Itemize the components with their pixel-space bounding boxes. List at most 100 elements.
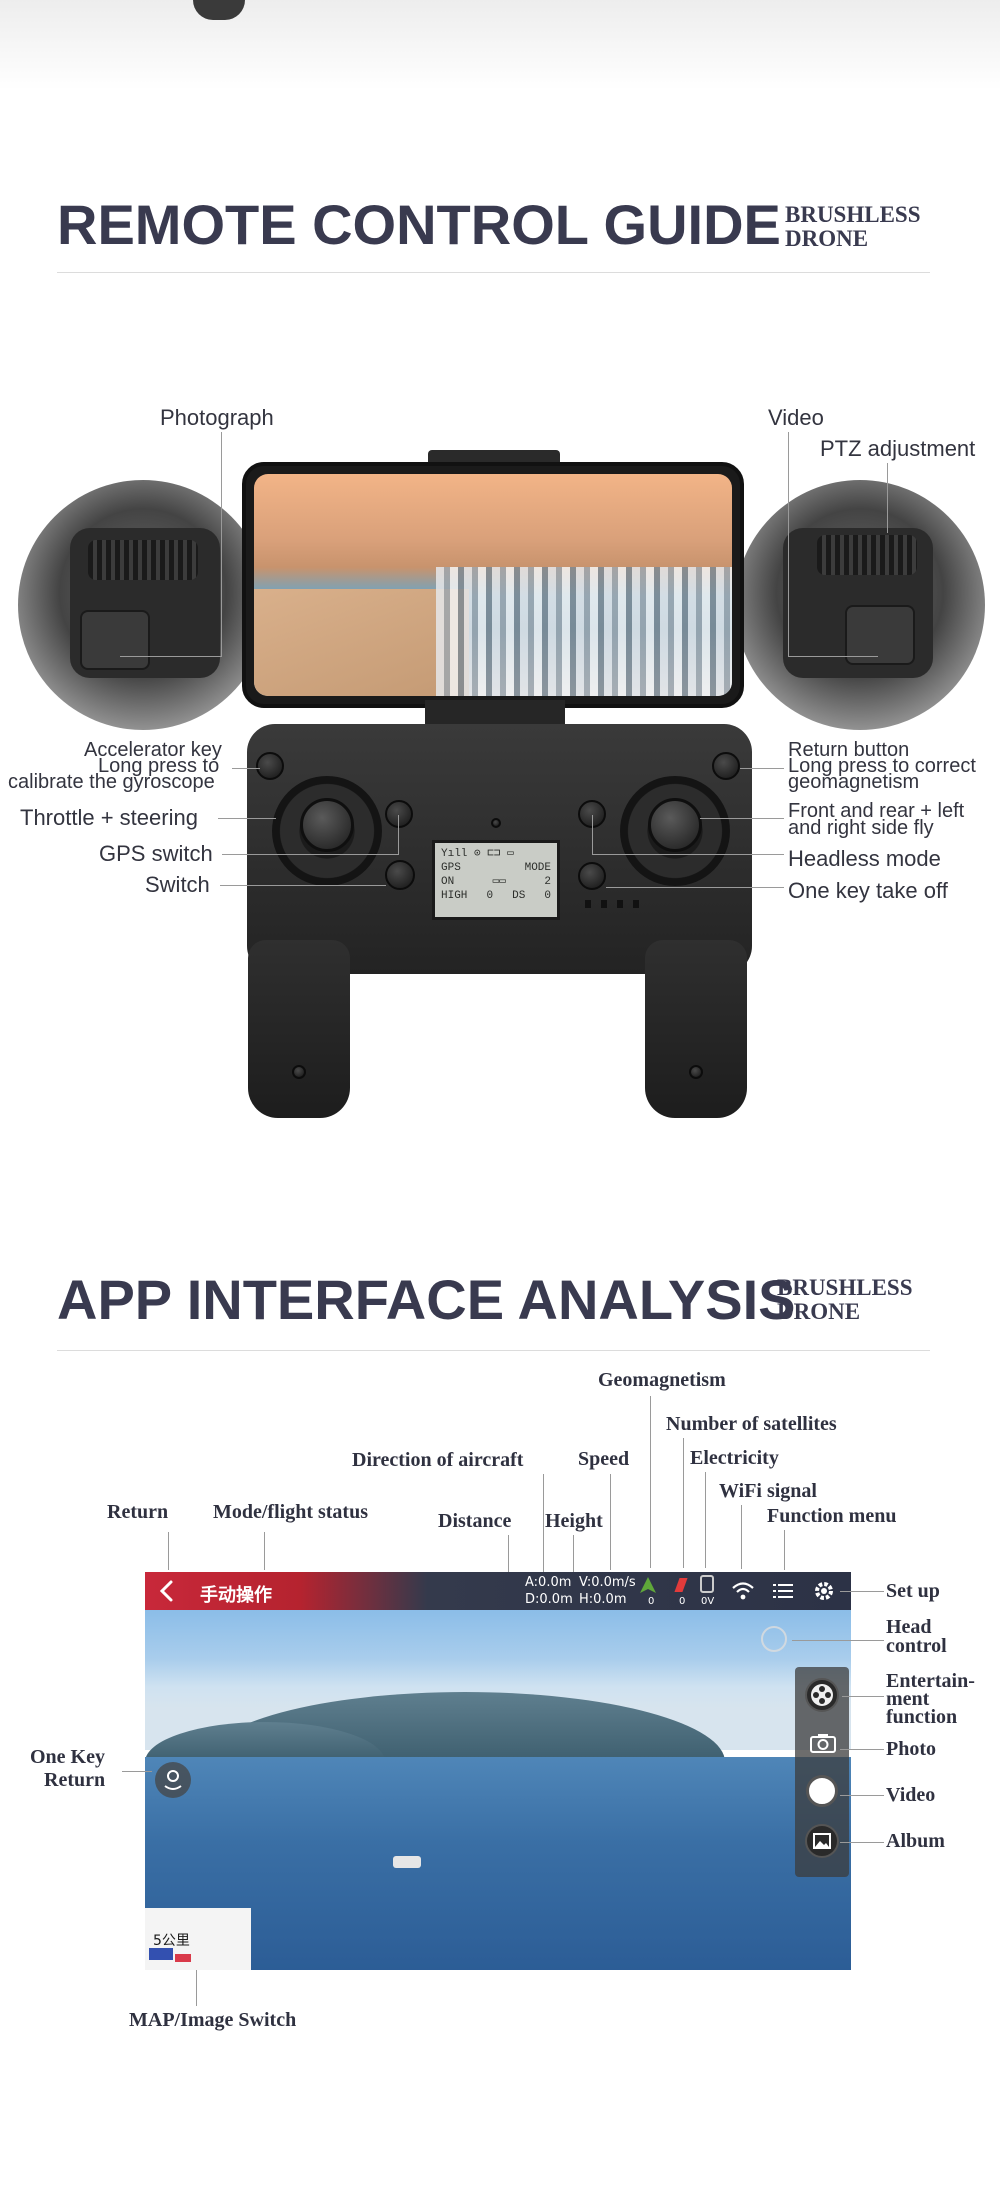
leader-return bbox=[740, 768, 784, 769]
leader-height bbox=[573, 1535, 574, 1600]
accelerator-button bbox=[256, 752, 284, 780]
top-image-remnant-shape bbox=[193, 0, 245, 20]
label-mode-flight-status: Mode/flight status bbox=[213, 1501, 368, 1523]
leader-function-menu bbox=[784, 1530, 785, 1570]
function-menu-icon[interactable] bbox=[773, 1582, 793, 1600]
section-title-remote-control: REMOTE CONTROL GUIDE bbox=[57, 193, 781, 256]
leader-headless bbox=[592, 854, 784, 855]
leader-video-app bbox=[840, 1795, 884, 1796]
leader-electricity bbox=[705, 1472, 706, 1568]
label-ent-line2: ment bbox=[886, 1688, 930, 1710]
back-chevron-icon[interactable] bbox=[153, 1577, 181, 1605]
app-top-bar bbox=[145, 1572, 851, 1610]
leader-setup bbox=[840, 1591, 884, 1592]
label-one-key-takeoff: One key take off bbox=[788, 878, 948, 903]
leader-video-h bbox=[788, 656, 878, 657]
map-image-switch-thumbnail[interactable]: 5公里 bbox=[145, 1908, 251, 1970]
map-scale-text: 5公里 bbox=[153, 1933, 190, 1949]
leader-onekey bbox=[122, 1771, 152, 1772]
label-height: Height bbox=[545, 1510, 603, 1532]
leader-return-app bbox=[168, 1532, 169, 1570]
lcd-num: 2 bbox=[544, 876, 551, 888]
leader-map-switch bbox=[196, 1970, 197, 2006]
label-speed: Speed bbox=[578, 1448, 630, 1470]
leader-geomagnetism bbox=[650, 1396, 651, 1568]
label-gyro-line1: Long press to bbox=[98, 755, 220, 777]
leader-gps bbox=[222, 854, 398, 855]
label-accelerator-key: Accelerator key bbox=[84, 739, 222, 761]
leader-photograph bbox=[221, 432, 222, 657]
telemetry-h: H:0.0m bbox=[579, 1592, 627, 1607]
camera-icon[interactable] bbox=[809, 1732, 837, 1754]
lcd-zero-1: 0 bbox=[486, 890, 494, 902]
label-geomag-line2: geomagnetism bbox=[788, 771, 920, 793]
left-grip bbox=[248, 940, 350, 1118]
label-photo: Photo bbox=[886, 1738, 936, 1760]
lcd-ds: DS bbox=[512, 890, 526, 902]
lcd-zero-2: 0 bbox=[544, 890, 551, 902]
lcd-row-status: Yıll ⊙ ⊏⊐ ▭ bbox=[441, 848, 514, 860]
entertainment-function-icon[interactable] bbox=[805, 1678, 839, 1712]
label-map-image-switch: MAP/Image Switch bbox=[129, 2009, 297, 2031]
leader-takeoff bbox=[606, 887, 784, 888]
leader-photograph-h bbox=[120, 656, 222, 657]
wifi-icon bbox=[731, 1580, 755, 1602]
video-record-icon[interactable] bbox=[806, 1775, 838, 1807]
one-key-return-icon[interactable] bbox=[155, 1762, 191, 1798]
label-distance: Distance bbox=[438, 1510, 512, 1532]
section-divider-1 bbox=[57, 272, 930, 273]
label-ent-line1: Entertain- bbox=[886, 1670, 975, 1692]
album-icon[interactable] bbox=[805, 1824, 839, 1858]
right-shoulder-detail-circle bbox=[735, 480, 985, 730]
lcd-display: Yıll ⊙ ⊏⊐ ▭ GPS MODE ON ▭▭ 2 HIGH 0 DS 0 bbox=[432, 840, 560, 920]
label-geomag-line1: Long press to correct bbox=[788, 755, 976, 777]
lcd-mode: MODE bbox=[524, 862, 551, 874]
right-joystick bbox=[648, 798, 702, 852]
label-headless-mode: Headless mode bbox=[788, 846, 941, 871]
left-shoulder-detail-circle bbox=[18, 480, 268, 730]
phone-screen-aerial-city-image bbox=[254, 474, 732, 696]
label-number-of-satellites: Number of satellites bbox=[666, 1413, 837, 1435]
label-return: Return bbox=[107, 1501, 169, 1523]
gps-switch-button bbox=[385, 800, 413, 828]
phone bbox=[242, 462, 744, 708]
label-ent-line3: function bbox=[886, 1706, 958, 1728]
label-function-menu: Function menu bbox=[767, 1505, 897, 1527]
leader-distance bbox=[508, 1535, 509, 1600]
app-sea bbox=[145, 1757, 851, 1970]
leader-switch bbox=[220, 885, 386, 886]
section-title-app-interface: APP INTERFACE ANALYSIS bbox=[57, 1268, 796, 1331]
leader-ptz bbox=[887, 463, 888, 533]
lcd-gps: GPS bbox=[441, 862, 461, 874]
leader-front bbox=[700, 818, 784, 819]
label-geomagnetism: Geomagnetism bbox=[598, 1369, 726, 1391]
settings-gear-icon[interactable] bbox=[812, 1579, 836, 1603]
app-mode-title: 手动操作 bbox=[200, 1585, 272, 1606]
leader-wifi bbox=[741, 1505, 742, 1569]
lcd-mid: ▭▭ bbox=[492, 876, 506, 888]
label-set-up: Set up bbox=[886, 1580, 940, 1602]
left-joystick bbox=[300, 798, 354, 852]
leader-speed bbox=[610, 1474, 611, 1570]
telemetry-a: A:0.0m bbox=[525, 1575, 572, 1590]
telemetry-v: V:0.0m/s bbox=[579, 1575, 636, 1590]
section-divider-2 bbox=[57, 1350, 930, 1351]
label-video: Video bbox=[768, 405, 824, 430]
label-front-line2: and right side fly bbox=[788, 817, 934, 839]
label-album: Album bbox=[886, 1830, 945, 1852]
leader-photo bbox=[840, 1749, 884, 1750]
lcd-high: HIGH bbox=[441, 890, 468, 902]
map-logo-red bbox=[175, 1954, 191, 1962]
section-subtitle-app-line1: BRUSHLESS bbox=[777, 1275, 913, 1300]
section-subtitle-remote-line2: DRONE bbox=[785, 226, 869, 251]
leader-throttle bbox=[218, 818, 276, 819]
speaker-holes bbox=[585, 900, 645, 908]
label-photograph: Photograph bbox=[160, 405, 274, 430]
head-control-icon[interactable] bbox=[761, 1626, 787, 1652]
label-ptz-adjustment: PTZ adjustment bbox=[820, 436, 976, 461]
label-head-line1: Head bbox=[886, 1616, 932, 1638]
map-logo-blue bbox=[149, 1948, 173, 1960]
satellite-count: 0 bbox=[679, 1596, 686, 1607]
label-gps-switch: GPS switch bbox=[99, 841, 213, 866]
label-return-button: Return button bbox=[788, 739, 910, 761]
